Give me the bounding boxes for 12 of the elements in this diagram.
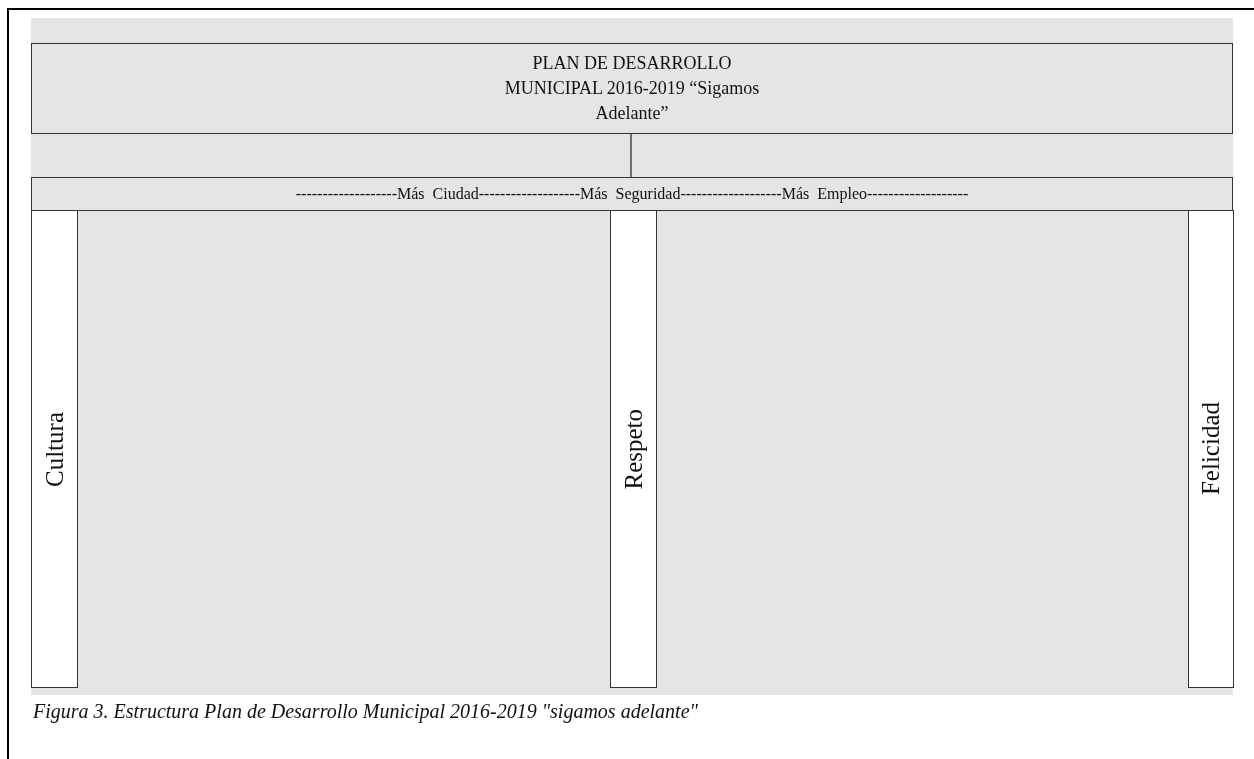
title-box [31, 43, 1233, 134]
node-label: Respeto [619, 408, 648, 490]
column-box [610, 210, 657, 688]
band-box [31, 177, 1233, 211]
column-box [31, 210, 78, 688]
connector-line [630, 133, 632, 178]
node-label: -------------------Más Ciudad-------------------Más Seguridad-------------------Más Empleo------------------- [295, 183, 969, 205]
column-box [1188, 210, 1234, 688]
node-label: Cultura [40, 411, 69, 487]
node-label: Felicidad [1197, 402, 1225, 496]
figure-caption: Figura 3. Estructura Plan de Desarrollo Municipal 2016-2019 "sigamos adelante" [33, 700, 698, 723]
node-label: PLAN DE DESARROLLO MUNICIPAL 2016-2019 “Sigamos Adelante” [503, 51, 761, 126]
